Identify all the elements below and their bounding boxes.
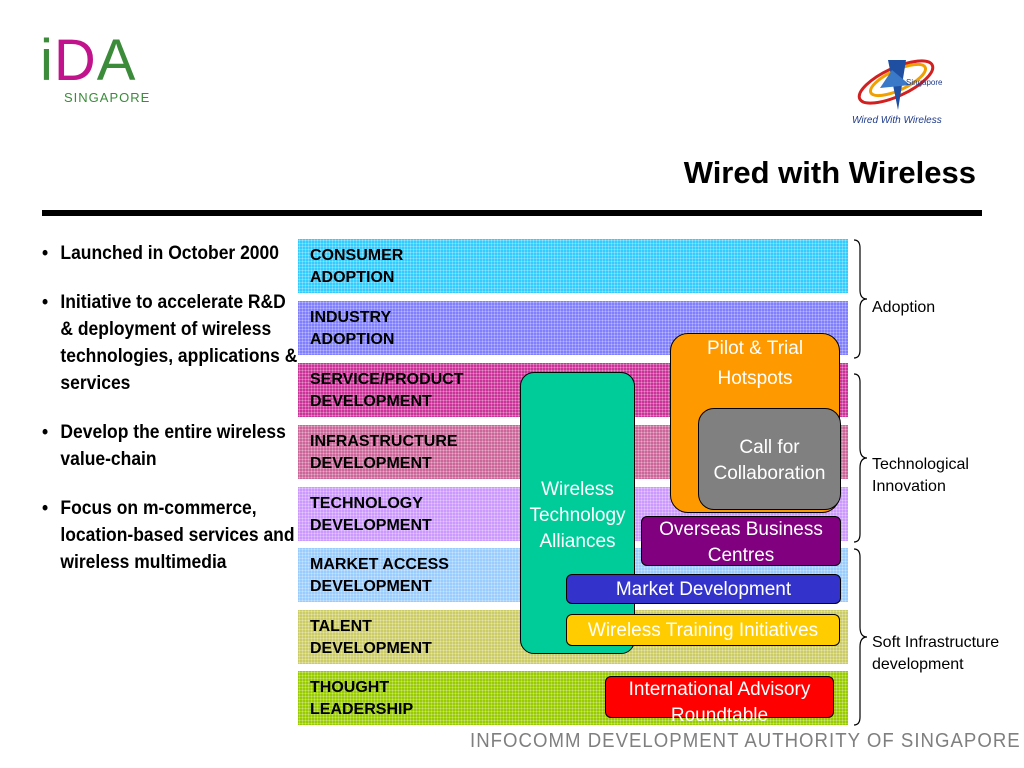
title-divider bbox=[42, 210, 982, 216]
pilot-trial-hotspots-label: Pilot & Trial Hotspots bbox=[706, 338, 804, 389]
bullet-item: • Focus on m-commerce, location-based ser… bbox=[42, 495, 298, 576]
bullet-list: • Launched in October 2000 • Initiative to… bbox=[42, 240, 297, 598]
bullet-dot-icon: • bbox=[42, 498, 49, 519]
technological-innovation-brace-icon bbox=[853, 373, 868, 543]
layer-label: INDUSTRY ADOPTION bbox=[310, 309, 395, 348]
layer-label: CONSUMER ADOPTION bbox=[310, 247, 404, 286]
ida-logo-i: i bbox=[40, 28, 54, 93]
bullet-text: Initiative to accelerate R&D & deploymen… bbox=[60, 292, 298, 394]
brace-label-adoption: Adoption bbox=[872, 299, 936, 316]
layer-label: TALENT DEVELOPMENT bbox=[310, 618, 432, 657]
layer-industry-adoption: INDUSTRY ADOPTION bbox=[297, 300, 849, 356]
bullet-dot-icon: • bbox=[42, 422, 49, 443]
layer-label: TECHNOLOGY DEVELOPMENT bbox=[310, 495, 432, 534]
bullet-text: Launched in October 2000 bbox=[60, 243, 279, 264]
brace-label-technological-innovation: Technological Innovation bbox=[872, 456, 969, 495]
bullet-dot-icon: • bbox=[42, 292, 49, 313]
market-development-box: Market Development bbox=[566, 574, 841, 604]
ida-logo-a: A bbox=[96, 28, 137, 93]
wired-with-wireless-caption: Wired With Wireless bbox=[852, 115, 942, 126]
wired-with-wireless-singapore: Singapore bbox=[906, 78, 943, 87]
page-title: Wired with Wireless bbox=[683, 155, 976, 190]
layer-consumer-adoption: CONSUMER ADOPTION bbox=[297, 238, 849, 294]
ida-logo-subtitle: SINGAPORE bbox=[64, 90, 151, 105]
ida-logo: iDA SINGAPORE bbox=[40, 30, 160, 110]
brace-label-soft-infrastructure: Soft Infrastructure development bbox=[872, 634, 1000, 673]
soft-infrastructure-brace-icon bbox=[853, 548, 868, 726]
wireless-technology-alliances-box: Wireless Technology Alliances bbox=[520, 372, 635, 654]
wired-with-wireless-emblem-icon bbox=[857, 59, 935, 110]
international-advisory-roundtable-box: International Advisory Roundtable bbox=[605, 676, 834, 726]
wireless-training-initiatives-box: Wireless Training Initiatives bbox=[566, 614, 840, 646]
layer-label: INFRASTRUCTURE DEVELOPMENT bbox=[310, 433, 458, 472]
bullet-text: Develop the entire wireless value-chain bbox=[60, 422, 286, 470]
layer-label: SERVICE/PRODUCT DEVELOPMENT bbox=[310, 371, 464, 410]
wired-with-wireless-logo: Singapore Wired With Wireless bbox=[848, 40, 963, 130]
bullet-text: Focus on m-commerce, location-based serv… bbox=[60, 498, 295, 573]
adoption-brace-icon bbox=[853, 239, 868, 359]
overseas-business-centres-box: Overseas Business Centres bbox=[641, 516, 841, 566]
bullet-item: • Launched in October 2000 bbox=[42, 240, 298, 267]
layer-label: THOUGHT LEADERSHIP bbox=[310, 679, 414, 718]
bullet-item: • Initiative to accelerate R&D & deployme… bbox=[42, 289, 298, 397]
layer-label: MARKET ACCESS DEVELOPMENT bbox=[310, 556, 449, 595]
call-for-collaboration-box: Call for Collaboration bbox=[698, 408, 841, 510]
bullet-dot-icon: • bbox=[42, 243, 49, 264]
ida-logo-d: D bbox=[53, 28, 97, 93]
bullet-item: • Develop the entire wireless value-chain bbox=[42, 419, 298, 473]
ida-logo-mark: iDA bbox=[40, 30, 136, 92]
footer-organization: INFOCOMM DEVELOPMENT AUTHORITY OF SINGAP… bbox=[470, 730, 1021, 752]
